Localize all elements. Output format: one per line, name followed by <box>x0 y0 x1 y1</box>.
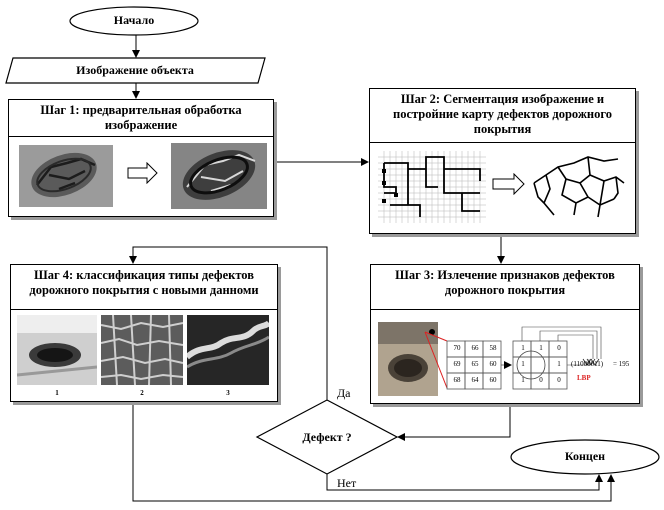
end-terminal <box>510 439 660 475</box>
lbp-cell-1: 66 <box>471 344 479 352</box>
step1-title: Шаг 1: предварительная обработка изображ… <box>9 100 273 137</box>
step4-photo-pothole <box>17 315 97 385</box>
step4-box: Шаг 4: классификация типы дефектов дорож… <box>10 264 278 402</box>
yes-label: Да <box>337 386 351 400</box>
step1-arrow-icon <box>127 162 158 184</box>
lbp-label: LBP <box>577 374 591 382</box>
lbp-bin-3: 1 <box>521 360 525 368</box>
input-parallelogram <box>5 57 266 84</box>
arrow-yes-to-step4 <box>129 246 328 400</box>
lbp-bin-1: 1 <box>539 344 543 352</box>
decision-label: Дефект ? <box>302 430 352 444</box>
step3-pothole-photo <box>378 322 438 396</box>
step1-output-image <box>171 143 267 209</box>
step3-title: Шаг 3: Излечение признаков дефектов доро… <box>371 265 639 310</box>
step4-caption-2: 2 <box>140 389 144 397</box>
lbp-bin-8: 0 <box>557 376 561 384</box>
step1-box: Шаг 1: предварительная обработка изображ… <box>8 99 274 217</box>
lbp-cell-0: 70 <box>453 344 461 352</box>
step4-photo-cracking <box>101 315 183 385</box>
step3-box: Шаг 3: Излечение признаков дефектов доро… <box>370 264 640 404</box>
step3-lbp-lines <box>424 326 602 390</box>
lbp-bin-5: 1 <box>557 360 561 368</box>
lbp-binary-result: (11000011) <box>571 360 604 368</box>
lbp-bin-2: 0 <box>557 344 561 352</box>
lbp-bin-7: 0 <box>539 376 543 384</box>
lbp-cell-8: 60 <box>489 376 497 384</box>
lbp-cell-4: 65 <box>471 360 479 368</box>
arrow-step3-to-decision <box>397 402 511 441</box>
step2-crack-map <box>530 153 628 221</box>
step2-title: Шаг 2: Сегментация изображение и построй… <box>370 89 635 143</box>
lbp-decimal-value: = 195 <box>613 360 630 368</box>
decision-diamond <box>255 399 399 475</box>
step4-caption-1: 1 <box>55 389 59 397</box>
step2-box: Шаг 2: Сегментация изображение и построй… <box>369 88 636 234</box>
step4-caption-3: 3 <box>226 389 230 397</box>
lbp-cell-5: 60 <box>489 360 497 368</box>
lbp-cell-3: 69 <box>453 360 461 368</box>
lbp-cell-6: 68 <box>453 376 461 384</box>
lbp-cell-7: 64 <box>471 376 479 384</box>
lbp-bin-0: 1 <box>521 344 525 352</box>
lbp-bin-6: 1 <box>521 376 525 384</box>
start-label: Начало <box>113 13 155 27</box>
start-terminal <box>69 6 199 36</box>
step1-input-image <box>19 145 113 207</box>
step4-photo-wet-crack <box>187 315 269 385</box>
arrow-no-to-end <box>326 474 603 491</box>
step2-grid-map <box>378 151 486 223</box>
end-label: Концен <box>564 449 606 463</box>
arrow-step4-to-end <box>132 400 615 502</box>
input-label: Изображение объекта <box>76 63 194 77</box>
no-label: Нет <box>337 476 357 490</box>
step4-title: Шаг 4: классификация типы дефектов дорож… <box>11 265 277 310</box>
lbp-cell-2: 58 <box>489 344 497 352</box>
step2-arrow-icon <box>492 173 525 195</box>
